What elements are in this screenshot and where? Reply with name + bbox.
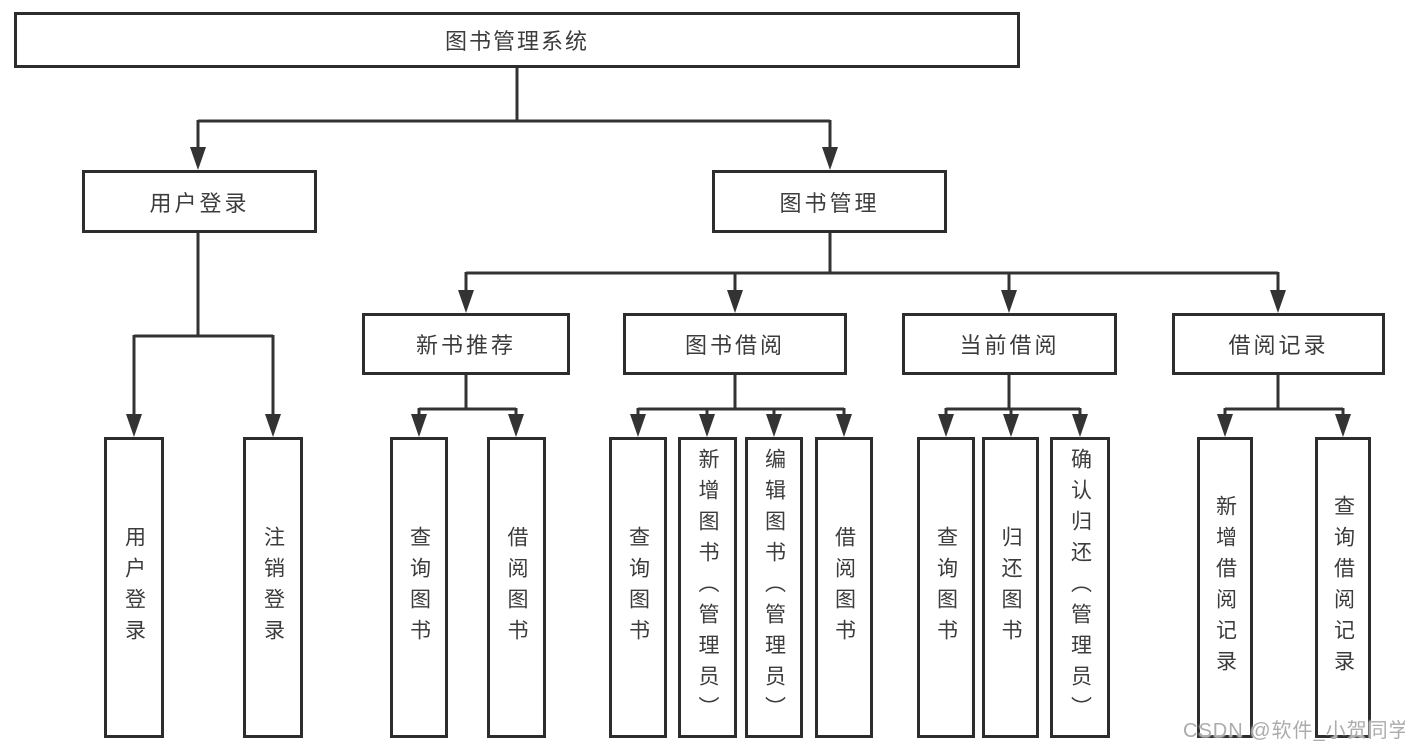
leaf-query-borrow-record-label: 查询借阅记录 [1331,494,1355,681]
leaf-borrow-books-label: 借阅图书 [832,525,856,650]
leaf-return-books-label: 归还图书 [999,525,1023,650]
node-new-book-recommend-label: 新书推荐 [415,333,516,358]
leaf-current-query-books-label: 查询图书 [934,525,958,650]
leaf-query-borrow-record: 查询借阅记录 [1315,437,1371,738]
arrowhead-icons [126,147,1351,437]
leaf-recommend-borrow-books-label: 借阅图书 [505,525,529,650]
leaf-confirm-return-admin: 确认归还（管理员） [1050,437,1110,738]
node-new-book-recommend: 新书推荐 [362,313,570,375]
leaf-add-borrow-record: 新增借阅记录 [1197,437,1253,738]
leaf-logout: 注销登录 [243,437,303,738]
node-book-management-label: 图书管理 [779,190,880,216]
node-book-management: 图书管理 [712,170,947,233]
leaf-edit-books-admin-label: 编辑图书（管理员） [762,448,786,727]
leaf-user-login-label: 用户登录 [122,525,146,650]
leaf-recommend-query-books-label: 查询图书 [407,525,431,650]
leaf-borrow-query-books-label: 查询图书 [626,525,650,650]
node-root: 图书管理系统 [14,12,1020,68]
leaf-return-books: 归还图书 [982,437,1039,738]
node-user-login-label: 用户登录 [149,190,250,216]
node-book-borrow-label: 图书借阅 [684,333,785,358]
node-book-borrow: 图书借阅 [623,313,847,375]
node-root-label: 图书管理系统 [444,29,589,54]
watermark: CSDN @软件_小贺同学 [1183,720,1405,742]
leaf-add-borrow-record-label: 新增借阅记录 [1213,494,1237,681]
node-borrow-records-label: 借阅记录 [1228,333,1329,358]
node-current-borrow: 当前借阅 [902,313,1117,375]
node-user-login: 用户登录 [82,170,317,233]
leaf-confirm-return-admin-label: 确认归还（管理员） [1068,448,1092,727]
leaf-add-books-admin: 新增图书（管理员） [678,437,737,738]
node-borrow-records: 借阅记录 [1172,313,1385,375]
leaf-borrow-books: 借阅图书 [815,437,873,738]
leaf-current-query-books: 查询图书 [917,437,975,738]
leaf-user-login: 用户登录 [104,437,164,738]
leaf-recommend-query-books: 查询图书 [390,437,448,738]
leaf-add-books-admin-label: 新增图书（管理员） [696,448,720,727]
node-current-borrow-label: 当前借阅 [959,333,1060,358]
leaf-recommend-borrow-books: 借阅图书 [487,437,546,738]
leaf-borrow-query-books: 查询图书 [609,437,667,738]
leaf-logout-label: 注销登录 [261,525,285,650]
leaf-edit-books-admin: 编辑图书（管理员） [745,437,803,738]
connector-lines [132,68,1345,433]
